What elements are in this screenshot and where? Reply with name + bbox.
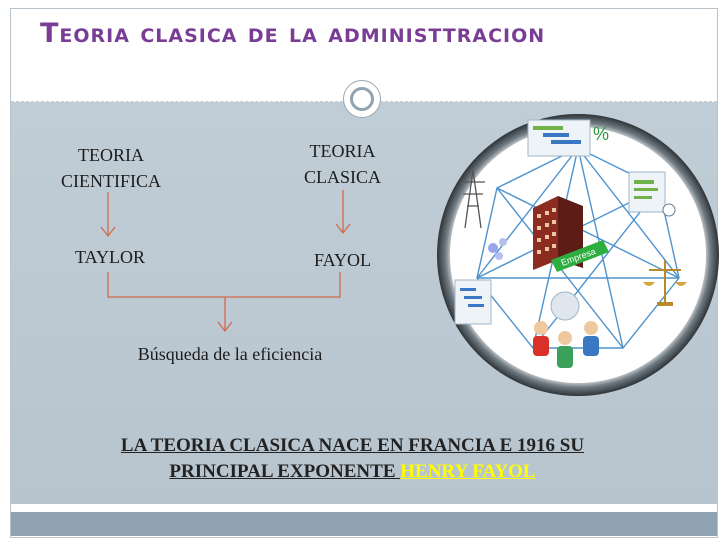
statement-line1: LA TEORIA CLASICA NACE EN FRANCIA E 1916… [120,435,585,456]
statement-text: LA TEORIA CLASICA NACE EN FRANCIA E 1916… [40,433,665,485]
power-tower-icon [461,169,485,229]
label-teoria-clasica: TEORIA CLASICA [285,138,400,190]
network-illustration: Empresa % [437,114,719,396]
label-line: TEORIA [309,141,376,161]
molecule-icon [488,238,507,260]
svg-text:%: % [593,124,609,144]
label-busqueda-eficiencia: Búsqueda de la eficiencia [137,344,323,364]
label-line: CLASICA [303,167,381,187]
report-icon [454,279,492,325]
label-fayol: FAYOL [313,250,371,270]
ring-ornament [343,80,381,118]
label-line: CIENTIFICA [61,171,161,191]
statement-line2: PRINCIPAL EXPONENTE [169,461,401,482]
balance-scale-icon [643,260,687,306]
label-taylor: TAYLOR [75,247,145,267]
label-line: TEORIA [78,145,144,165]
slide-title: Teoria clasica de la administtracion [40,18,546,49]
document-icon [628,171,676,217]
label-teoria-cientifica: TEORIA CIENTIFICA [46,142,176,194]
footer-bar [11,512,717,536]
gantt-chart-icon: % [527,119,609,157]
highlight-henry-fayol: HENRY FAYOL [400,461,536,482]
people-icon [533,291,599,368]
